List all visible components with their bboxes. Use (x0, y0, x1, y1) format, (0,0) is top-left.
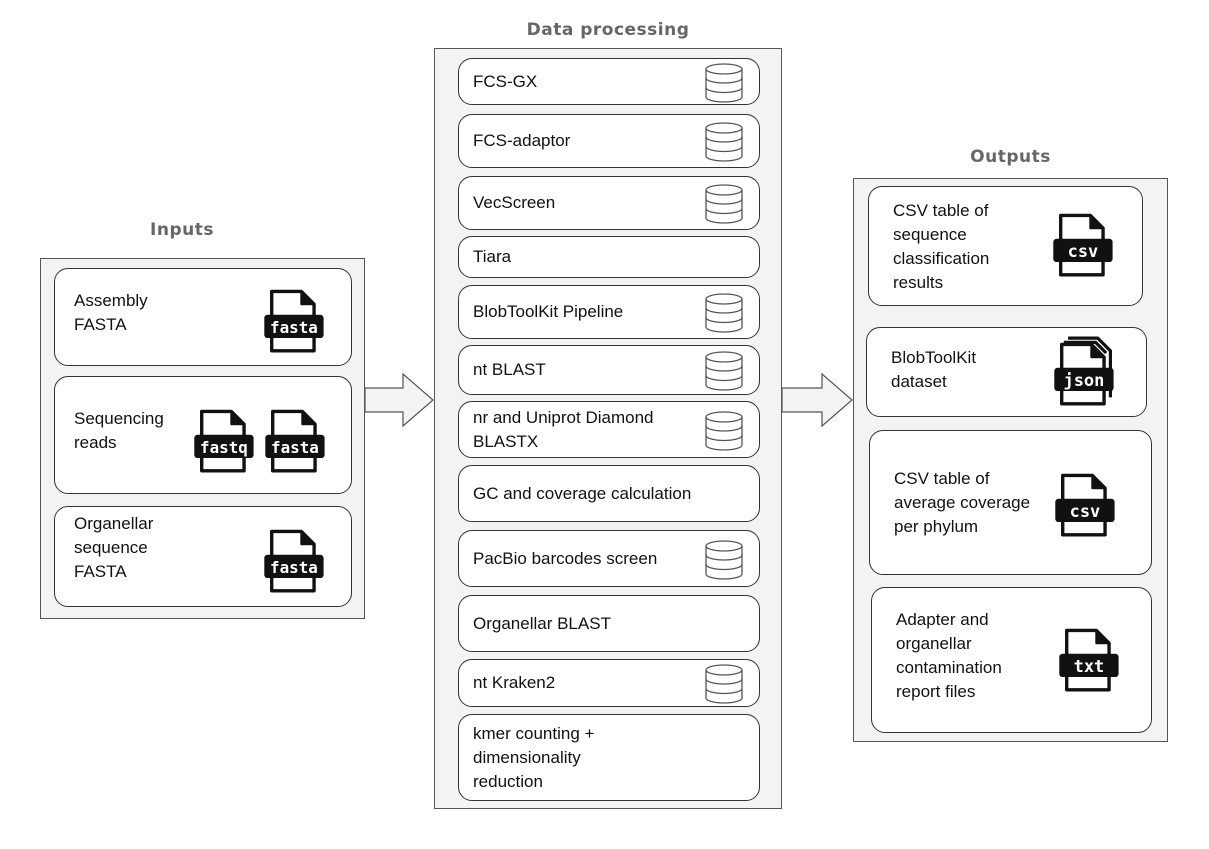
card-label: Adapter and organellar contamination rep… (896, 610, 1002, 701)
input-card: Organellar sequence FASTA fasta (54, 506, 352, 607)
process-card: kmer counting + dimensionality reduction (458, 714, 760, 801)
card-label: VecScreen (473, 193, 556, 212)
database-icon (705, 664, 743, 704)
process-card: GC and coverage calculation (458, 465, 760, 522)
card-label: PacBio barcodes screen (473, 549, 658, 568)
process-card: nt Kraken2 (458, 659, 760, 707)
process-card: FCS-GX (458, 58, 760, 105)
csv-file-icon: csv (1055, 473, 1115, 537)
txt-file-icon: txt (1059, 628, 1119, 692)
database-icon (705, 411, 743, 451)
card-label: BlobToolKit dataset (891, 348, 977, 391)
input-card: Assembly FASTA fasta (54, 268, 352, 366)
card-label: Organellar sequence FASTA (74, 514, 154, 581)
file-type-label: csv (1068, 241, 1099, 261)
output-card: CSV table of sequence classification res… (868, 186, 1143, 306)
process-card: nt BLAST (458, 345, 760, 395)
card-label: nt BLAST (473, 360, 546, 379)
card-label: CSV table of sequence classification res… (893, 201, 990, 292)
card-label: Sequencing reads (74, 409, 164, 452)
process-card: nr and Uniprot Diamond BLASTX (458, 401, 760, 458)
database-icon (705, 184, 743, 224)
database-icon (705, 351, 743, 391)
output-card: Adapter and organellar contamination rep… (871, 587, 1152, 733)
csv-file-icon: csv (1053, 213, 1113, 277)
process-card: Organellar BLAST (458, 595, 760, 652)
database-icon (705, 122, 743, 162)
fasta-file-icon: fasta (264, 529, 324, 593)
card-label: FCS-GX (473, 72, 538, 91)
process-card: FCS-adaptor (458, 114, 760, 168)
database-icon (705, 63, 743, 103)
card-label: kmer counting + dimensionality reduction (473, 724, 595, 791)
output-card: CSV table of average coverage per phylum… (869, 430, 1152, 575)
card-label: Organellar BLAST (473, 614, 611, 633)
card-label: FCS-adaptor (473, 131, 571, 150)
flow-arrow-shape (782, 372, 853, 428)
card-label: BlobToolKit Pipeline (473, 302, 624, 321)
file-type-label: json (1064, 370, 1105, 390)
process-card: BlobToolKit Pipeline (458, 285, 760, 339)
database-icon (705, 540, 743, 580)
json-file-icon: json (1054, 336, 1114, 406)
inputs-heading: Inputs (150, 220, 214, 240)
file-type-label: fasta (271, 438, 319, 457)
output-card: BlobToolKit dataset json (866, 327, 1147, 417)
process-card: Tiara (458, 236, 760, 278)
file-type-label: csv (1070, 501, 1101, 521)
process-card: PacBio barcodes screen (458, 530, 760, 587)
flow-arrow (365, 372, 434, 428)
processing-heading: Data processing (526, 20, 690, 40)
file-type-label: txt (1074, 656, 1105, 676)
card-label: Assembly FASTA (74, 291, 148, 334)
fastq-file-icon: fastq (194, 409, 254, 473)
fasta-file-icon: fasta (265, 409, 325, 473)
input-card: Sequencing reads fastq fasta (54, 376, 352, 494)
file-type-label: fasta (270, 318, 318, 337)
file-type-label: fastq (200, 438, 248, 457)
card-label: Tiara (473, 247, 512, 266)
card-label: nr and Uniprot Diamond BLASTX (473, 408, 654, 451)
card-label: CSV table of average coverage per phylum (894, 469, 1031, 536)
process-card: VecScreen (458, 176, 760, 230)
outputs-heading: Outputs (970, 147, 1051, 167)
database-icon (705, 293, 743, 333)
flow-arrow-shape (365, 372, 434, 428)
flow-arrow (782, 372, 853, 428)
fasta-file-icon: fasta (264, 289, 324, 353)
file-type-label: fasta (270, 558, 318, 577)
card-label: nt Kraken2 (473, 673, 556, 692)
card-label: GC and coverage calculation (473, 484, 692, 503)
